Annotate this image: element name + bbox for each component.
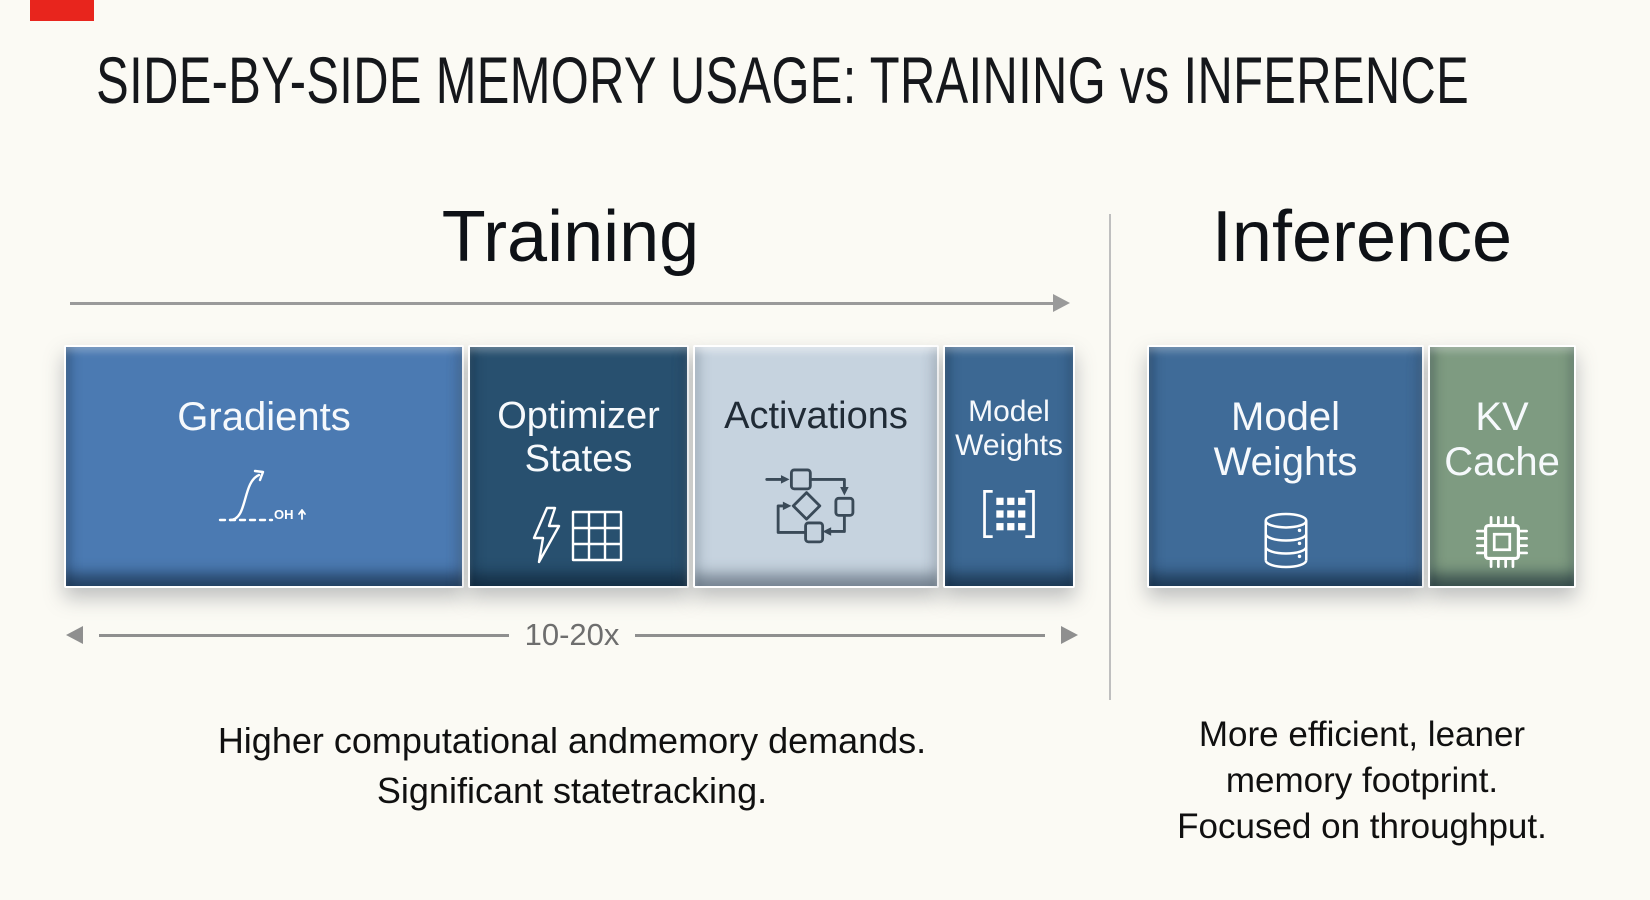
matrix-icon [983,490,1035,539]
training-caption-line1: Higher computational andmemory demands. [217,720,927,761]
model-weights-training-box: Model Weights [943,345,1075,588]
inference-caption-line1: More efficient, leaner [1198,715,1526,754]
flowchart-icon [765,468,855,543]
activations-label: Activations [724,395,908,437]
scale-arrow-line-right [635,633,1046,637]
model-weights-inference-label: Model Weights [1213,395,1358,484]
chip-icon [1476,515,1528,568]
training-caption-line2: Significant statetracking. [376,770,768,811]
section-divider [1109,214,1111,700]
inference-caption-line2: memory footprint. [1225,761,1499,800]
optimizer-states-label: Optimizer States [497,395,660,480]
scale-arrow-line-left [99,633,509,637]
optimizer-states-box: Optimizer States [468,345,689,588]
kv-cache-label: KV Cache [1444,395,1560,484]
training-span-arrowhead-icon [1053,294,1070,312]
red-marker [30,0,94,21]
page-title: SIDE-BY-SIDE MEMORY USAGE: TRAINING vs I… [96,43,1470,117]
gradients-label: Gradients [177,395,351,439]
inference-heading: Inference [1211,197,1513,277]
activations-box: Activations [693,345,939,588]
gradients-box: Gradients OH [64,345,464,588]
title-row: SIDE-BY-SIDE MEMORY USAGE: TRAINING vs I… [0,42,1566,118]
lightning-bolt-and-grid-icon [532,506,622,564]
training-caption: Higher computational andmemory demands. … [66,716,1078,816]
scale-arrowhead-right-icon [1061,626,1079,644]
training-span-arrow-line [70,302,1056,305]
svg-text:OH: OH [274,507,294,522]
scale-arrowhead-left-icon [66,626,83,644]
training-boxes-row: Gradients OH Optimizer States Activation… [64,345,1077,588]
inference-caption-line3: Focused on throughput. [1177,807,1547,846]
kv-cache-box: KV Cache [1428,345,1576,588]
training-heading: Training [441,197,700,277]
scale-comparison-arrow: 10-20x [66,617,1079,652]
model-weights-inference-box: Model Weights [1147,345,1424,588]
model-weights-training-label: Model Weights [955,395,1063,462]
scale-label: 10-20x [524,617,620,652]
training-span-arrow [70,294,1070,312]
gradient-curve-icon: OH [218,469,306,522]
database-icon [1263,512,1308,568]
inference-boxes-row: Model Weights KV Cache [1147,345,1577,588]
inference-caption: More efficient, leaner memory footprint.… [1147,712,1577,850]
